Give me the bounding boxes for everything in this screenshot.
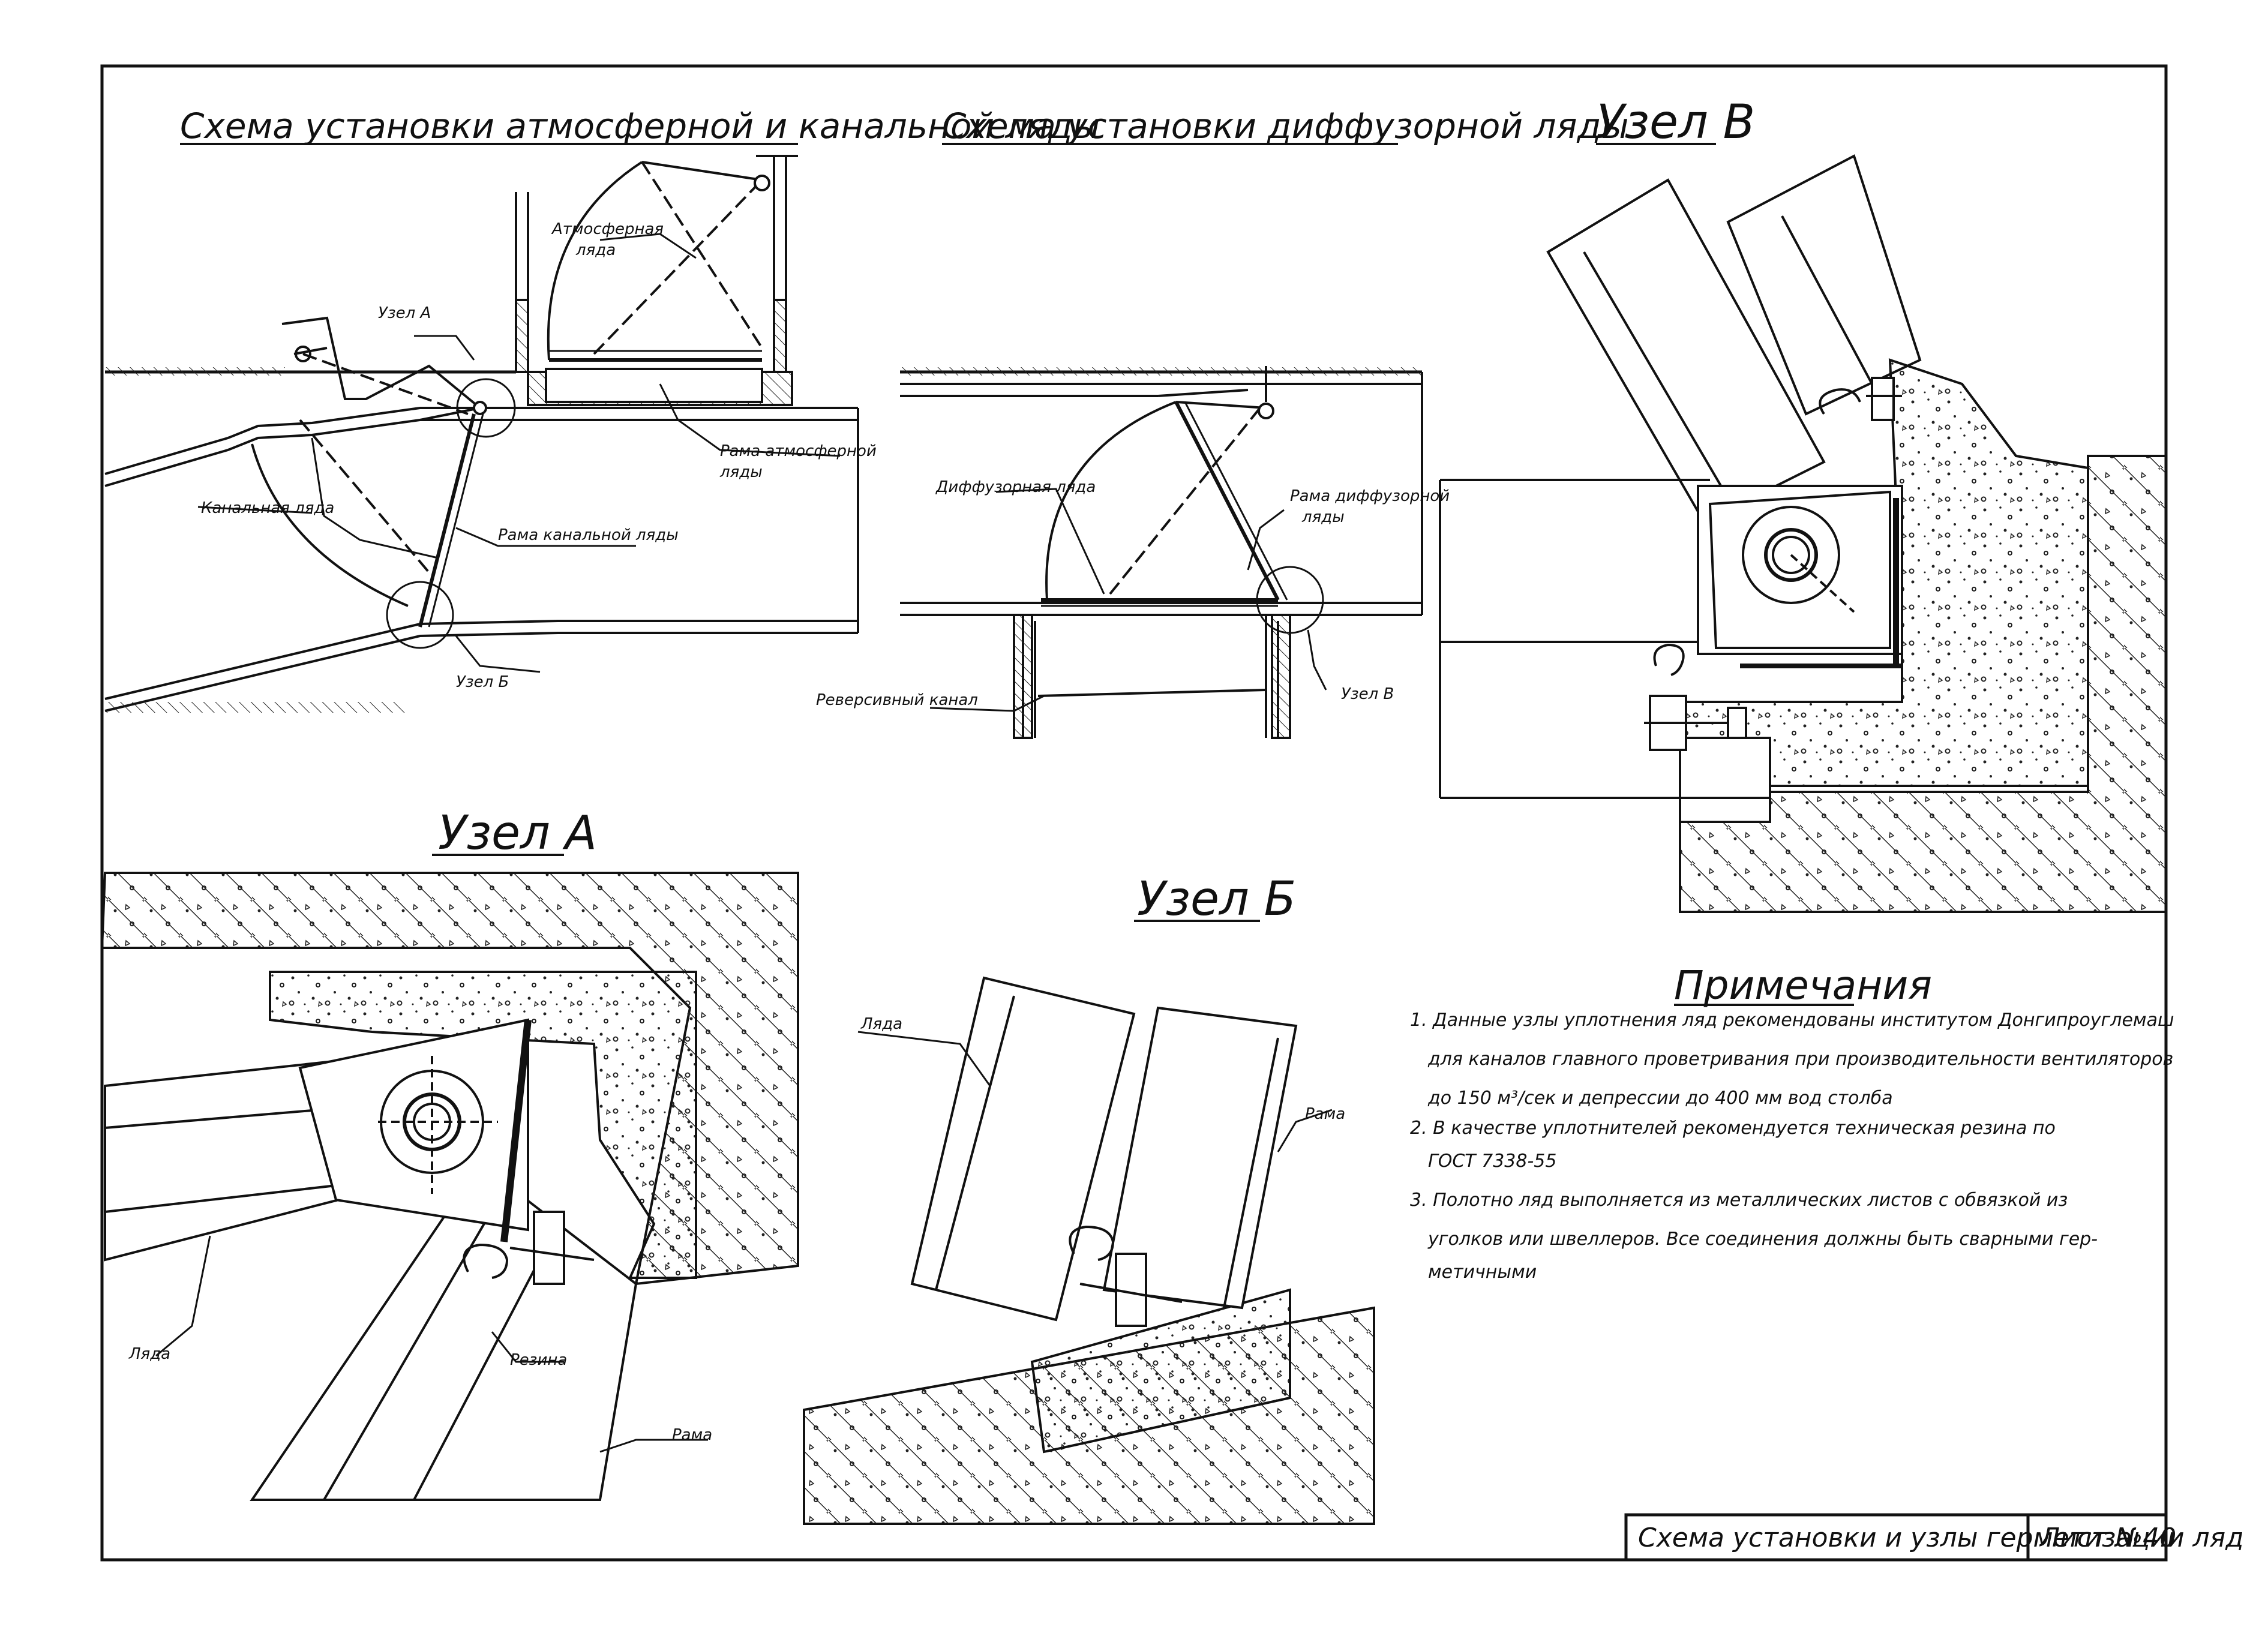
note-line: для каналов главного проветривания при п… (1427, 1049, 2173, 1070)
label-frame-channel: Рама канальной ляды (498, 526, 679, 544)
detail-uzel-v (1439, 154, 2167, 913)
title-uzel-v: Узел В (1596, 95, 1755, 149)
note-line: 1. Данные узлы уплотнения ляд рекомендов… (1410, 1010, 2174, 1031)
note-line: 2. В качестве уплотнителей рекомендуется… (1410, 1118, 2056, 1139)
scheme-diffuser (900, 366, 1423, 739)
label-uzel-v-ref: Узел В (1341, 685, 1394, 703)
label-a-rubber: Резина (510, 1351, 567, 1369)
title-block (1624, 1513, 2168, 1562)
title-scheme-atm-channel: Схема установки атмосферной и канальной … (180, 106, 1100, 146)
label-frame-diff-1: Рама диффузорной (1290, 487, 1450, 505)
label-frame-atm-1: Рама атмосферной (720, 442, 877, 460)
label-channel-lyada: Канальная ляда (201, 499, 334, 517)
label-a-lyada: Ляда (128, 1345, 170, 1363)
label-reverse-channel: Реверсивный канал (816, 691, 978, 709)
detail-uzel-a (100, 872, 799, 1501)
note-line: 3. Полотно ляд выполняется из металличес… (1410, 1190, 2068, 1211)
label-frame-atm-2: ляды (719, 463, 763, 481)
stamp-sheet-number: Лист №40 (2039, 1523, 2176, 1553)
title-uzel-a: Узел А (438, 806, 597, 860)
title-uzel-b: Узел Б (1137, 872, 1296, 926)
label-diffuser-lyada: Диффузорная ляда (935, 478, 1096, 496)
note-line: метичными (1428, 1262, 1537, 1283)
label-b-lyada: Ляда (860, 1015, 902, 1033)
notes-title: Примечания (1674, 962, 1932, 1008)
title-scheme-diffuser: Схема установки диффузорной ляды (942, 106, 1628, 146)
label-atm-lyada-2: ляда (575, 241, 616, 259)
label-b-frame: Рама (1305, 1105, 1345, 1123)
label-frame-diff-2: ляды (1301, 508, 1345, 526)
note-line: до 150 м³/сек и депрессии до 400 мм вод … (1427, 1088, 1893, 1109)
label-uzel-a-ref: Узел А (378, 304, 431, 322)
stamp-title: Схема установки и узлы герметизации ляд (1638, 1523, 2244, 1553)
detail-uzel-b (803, 976, 1375, 1525)
label-uzel-b-ref: Узел Б (456, 673, 509, 691)
scheme-atm-channel (104, 155, 859, 713)
label-atm-lyada-1: Атмосферная (551, 220, 664, 238)
note-line: ГОСТ 7338-55 (1428, 1151, 1556, 1172)
note-line: уголков или швеллеров. Все соединения до… (1427, 1229, 2098, 1250)
label-a-frame: Рама (672, 1426, 712, 1444)
